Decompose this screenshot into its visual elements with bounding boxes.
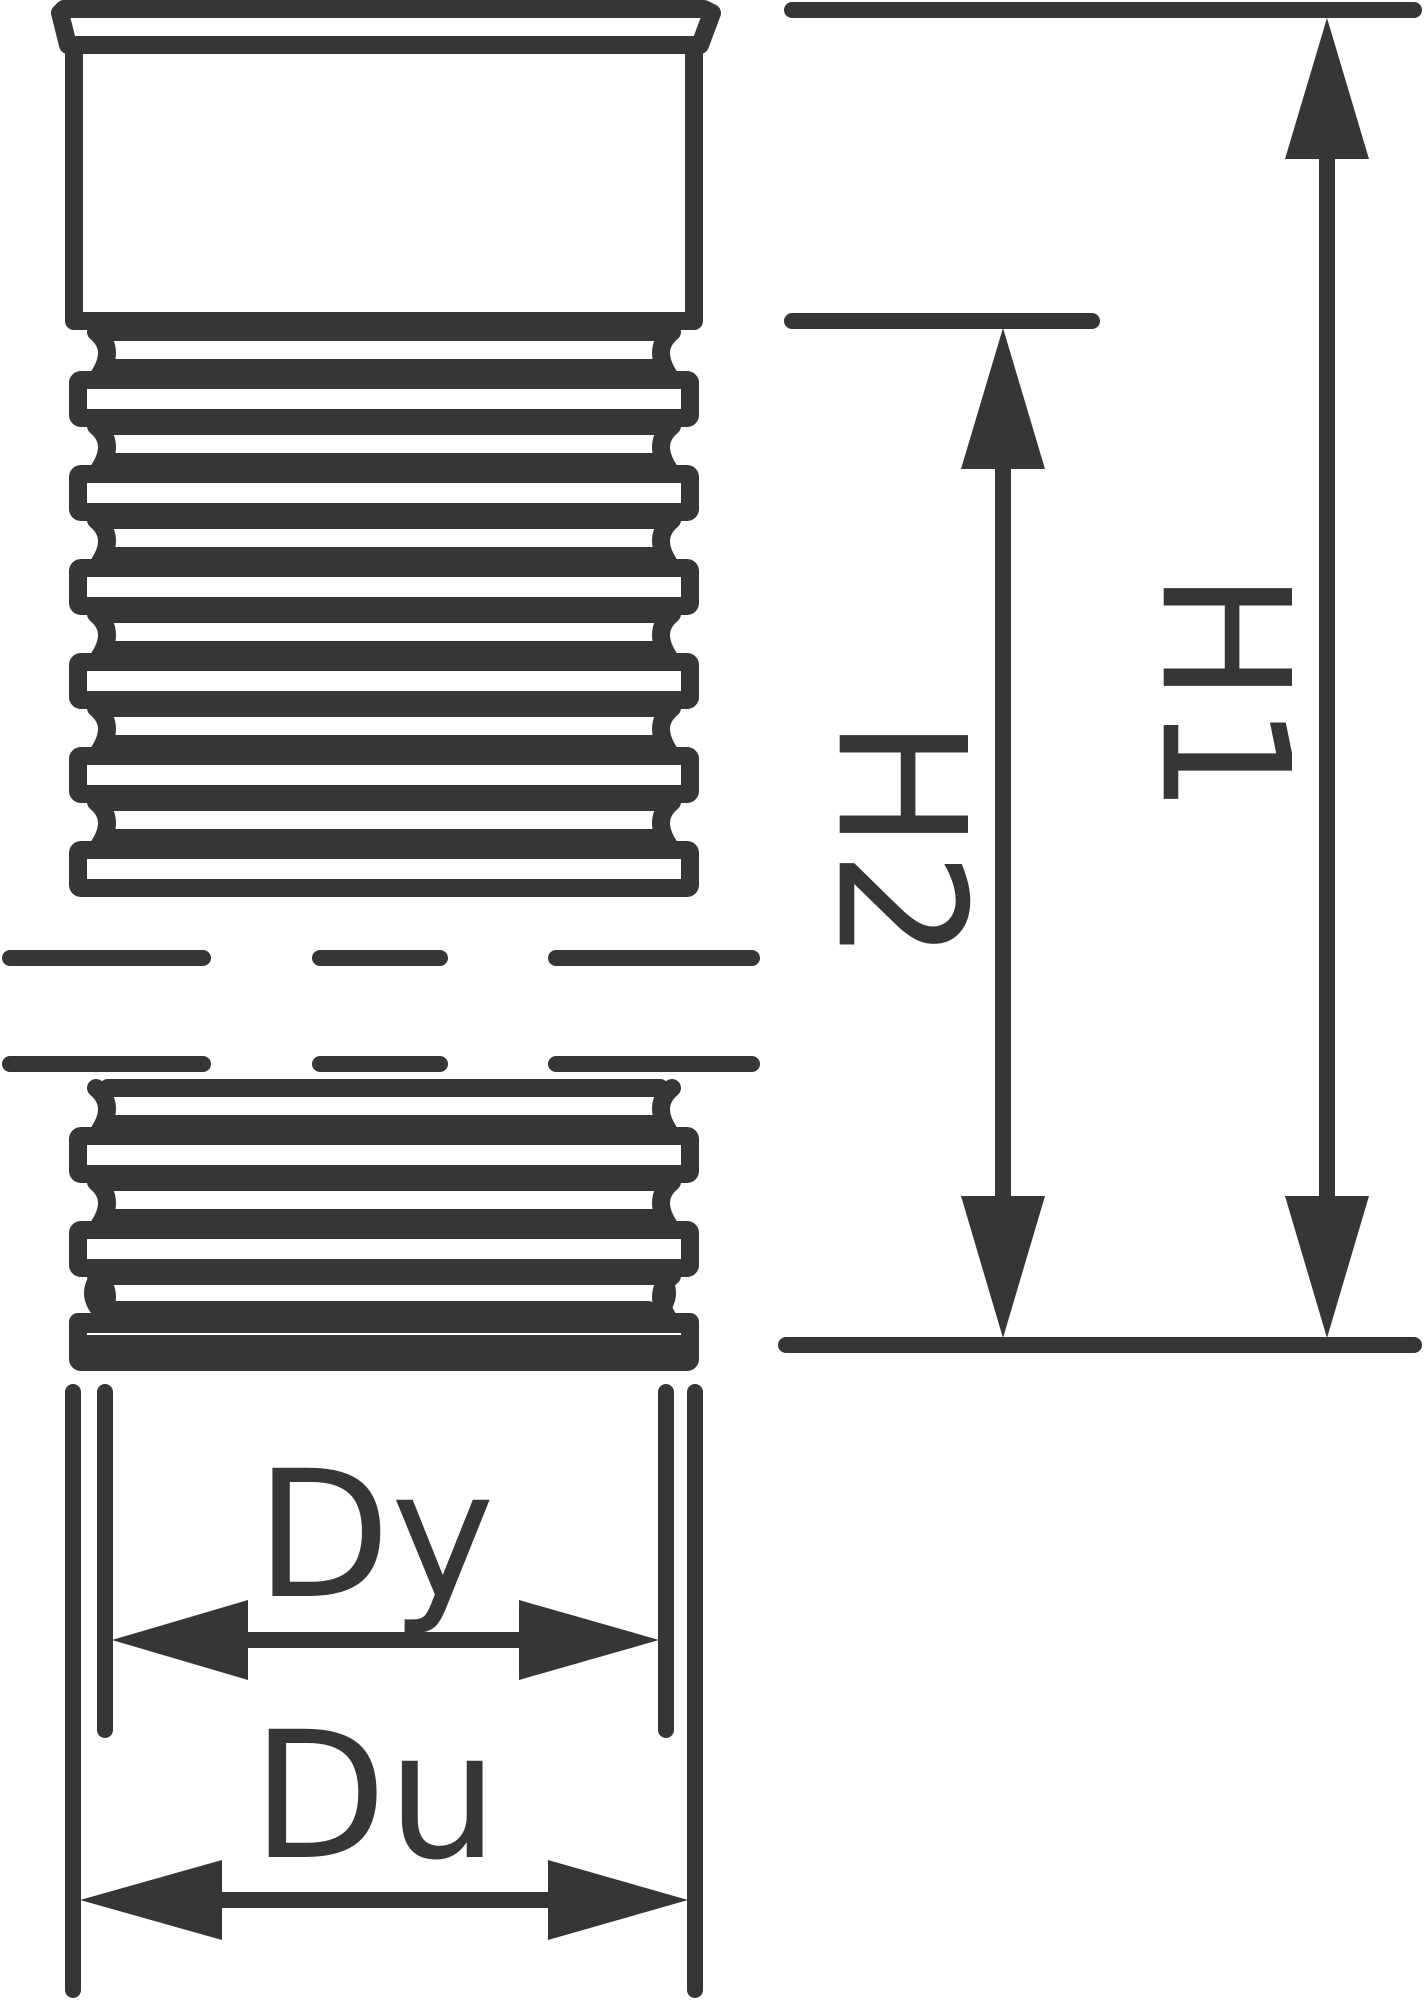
- lower-corrugation-outer-ring: [69, 1127, 699, 1183]
- diameter-dimensions: Dy Du: [65, 1384, 703, 1998]
- upper-corrugation-outer-ring: [69, 747, 699, 803]
- upper-corrugation-inner-ring: [87, 323, 681, 389]
- sleeve-top-chamfer: [51, 0, 721, 54]
- upper-corrugation-inner-ring: [87, 511, 681, 577]
- upper-corrugation-outer-ring: [69, 841, 699, 897]
- du-arrow-left: [80, 1860, 222, 1940]
- upper-corrugation-inner-ring: [87, 793, 681, 859]
- lower-corrugation-inner-ring: [87, 1173, 681, 1239]
- h2-arrow-down: [961, 1196, 1045, 1338]
- h1-arrow-down: [1285, 1196, 1369, 1338]
- upper-corrugation-outer-ring: [69, 653, 699, 709]
- upper-corrugation: [69, 323, 699, 897]
- upper-corrugation-outer-ring: [69, 559, 699, 615]
- upper-corrugation-outer-ring: [69, 371, 699, 427]
- height-dimensions: H2 H1: [778, 2, 1422, 1353]
- dy-arrow-right: [519, 1600, 659, 1680]
- h2-label: H2: [798, 718, 1003, 962]
- bellows-part: [51, 0, 721, 1371]
- dy-label: Dy: [255, 1433, 495, 1638]
- upper-corrugation-outer-ring: [69, 465, 699, 521]
- upper-corrugation-inner-ring: [87, 605, 681, 671]
- bottom-small-ring: [84, 1267, 676, 1319]
- h1-label: H1: [1122, 571, 1327, 815]
- dy-arrow-left: [112, 1600, 248, 1680]
- break-lines: [2, 950, 760, 1072]
- upper-corrugation-inner-ring: [87, 699, 681, 765]
- h1-arrow-up: [1285, 18, 1369, 159]
- lower-corrugation-inner-ring: [87, 1079, 681, 1145]
- bottom-base-ring: [69, 1313, 699, 1353]
- lower-corrugation-outer-ring: [69, 1221, 699, 1277]
- upper-corrugation-inner-ring: [87, 417, 681, 483]
- du-arrow-right: [548, 1860, 688, 1940]
- du-label: Du: [251, 1694, 498, 1899]
- sleeve-body: [65, 36, 703, 330]
- h2-arrow-up: [961, 328, 1045, 469]
